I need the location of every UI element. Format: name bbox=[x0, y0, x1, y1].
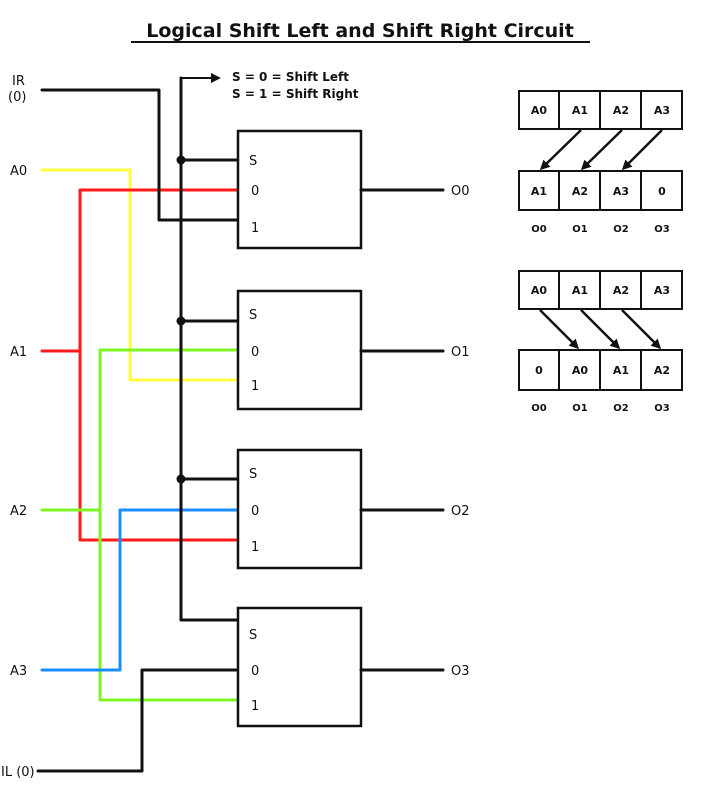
junction-dot-1 bbox=[176, 155, 186, 165]
register-cell bbox=[558, 90, 601, 130]
output-index: O3 bbox=[654, 224, 670, 235]
register-cell bbox=[599, 349, 642, 391]
output-label-1: O1 bbox=[451, 345, 470, 360]
mux-in0-label: 0 bbox=[251, 345, 259, 360]
output-index: O0 bbox=[531, 224, 547, 235]
ir-wire bbox=[40, 88, 240, 222]
legend-shift-right: S = 1 = Shift Right bbox=[232, 87, 359, 101]
a2-wire bbox=[40, 348, 240, 702]
select-bus bbox=[179, 76, 240, 622]
mux-select-label: S bbox=[249, 628, 257, 643]
mux-in1-label: 1 bbox=[251, 221, 259, 236]
label-a0: A0 bbox=[10, 164, 27, 179]
cell-value: 0 bbox=[658, 185, 666, 198]
shift-right-after-row: 0 A0 A1 A2 bbox=[518, 349, 683, 391]
shift-arrow bbox=[621, 309, 662, 350]
register-cell bbox=[640, 90, 683, 130]
register-cell bbox=[640, 170, 683, 211]
a1-wire bbox=[40, 188, 240, 542]
label-il: IL (0) bbox=[1, 765, 35, 780]
register-cell bbox=[518, 90, 560, 130]
register-cell bbox=[558, 270, 601, 310]
register-cell bbox=[599, 170, 642, 211]
output-index: O1 bbox=[572, 224, 588, 235]
mux-1: S 0 1 bbox=[236, 289, 363, 411]
junction-dot-3 bbox=[176, 474, 186, 484]
register-cell bbox=[518, 349, 560, 391]
label-ir: IR bbox=[12, 74, 25, 89]
cell-value: A1 bbox=[531, 185, 547, 198]
legend-shift-left: S = 0 = Shift Left bbox=[232, 70, 349, 84]
mux-select-label: S bbox=[249, 154, 257, 169]
output-label-2: O2 bbox=[451, 504, 470, 519]
mux-in1-label: 1 bbox=[251, 540, 259, 555]
mux-in1-label: 1 bbox=[251, 699, 259, 714]
cell-value: A1 bbox=[572, 104, 588, 117]
output-index: O3 bbox=[654, 403, 670, 414]
mux-select-label: S bbox=[249, 467, 257, 482]
il-wire bbox=[36, 668, 240, 773]
output-index: O2 bbox=[613, 403, 629, 414]
cell-value: A1 bbox=[572, 284, 588, 297]
cell-value: A2 bbox=[654, 364, 670, 377]
cell-value: A2 bbox=[613, 104, 629, 117]
mux-0: S 0 1 bbox=[236, 129, 363, 250]
register-cell bbox=[518, 270, 560, 310]
register-cell bbox=[640, 270, 683, 310]
mux-3: S 0 1 bbox=[236, 606, 363, 728]
shift-arrow bbox=[580, 309, 621, 350]
page-title: Logical Shift Left and Shift Right Circu… bbox=[146, 20, 574, 42]
mux-in0-label: 0 bbox=[251, 664, 259, 679]
mux-in1-label: 1 bbox=[251, 379, 259, 394]
junction-dot-2 bbox=[176, 316, 186, 326]
shift-left-after-row: A1 A2 A3 0 bbox=[518, 170, 683, 211]
mux-in0-label: 0 bbox=[251, 504, 259, 519]
label-a3: A3 bbox=[10, 664, 27, 679]
cell-value: A0 bbox=[572, 364, 589, 377]
cell-value: A2 bbox=[572, 185, 588, 198]
output-index: O2 bbox=[613, 224, 629, 235]
label-a2: A2 bbox=[10, 504, 27, 519]
a0-wire bbox=[40, 168, 240, 382]
cell-value: A0 bbox=[531, 284, 548, 297]
cell-value: 0 bbox=[535, 364, 543, 377]
output-label-0: O0 bbox=[451, 184, 470, 199]
mux-select-label: S bbox=[249, 308, 257, 323]
register-cell bbox=[640, 349, 683, 391]
label-a1: A1 bbox=[10, 345, 27, 360]
shift-arrow bbox=[539, 309, 580, 350]
cell-value: A2 bbox=[613, 284, 629, 297]
register-cell bbox=[518, 170, 560, 211]
cell-value: A3 bbox=[613, 185, 629, 198]
register-cell bbox=[599, 90, 642, 130]
shift-left-before-row: A0 A1 A2 A3 bbox=[518, 90, 683, 130]
label-ir-zero: (0) bbox=[8, 90, 26, 105]
cell-value: A0 bbox=[531, 104, 548, 117]
shift-arrow bbox=[621, 129, 663, 171]
shift-right-illustration: A0 A1 A2 A3 0 A0 A1 A2 O0 O1 O2 O3 bbox=[518, 270, 683, 414]
shift-right-before-row: A0 A1 A2 A3 bbox=[518, 270, 683, 310]
shift-left-illustration: A0 A1 A2 A3 A1 A2 A3 0 O0 O1 O2 O3 bbox=[518, 90, 683, 235]
output-index: O1 bbox=[572, 403, 588, 414]
mux-in0-label: 0 bbox=[251, 184, 259, 199]
shift-arrow bbox=[580, 129, 623, 171]
mux-2: S 0 1 bbox=[236, 448, 363, 570]
a3-wire bbox=[40, 508, 240, 672]
shift-arrow bbox=[539, 129, 582, 171]
cell-value: A3 bbox=[654, 284, 670, 297]
register-cell bbox=[599, 270, 642, 310]
output-label-3: O3 bbox=[451, 664, 470, 679]
output-index: O0 bbox=[531, 403, 547, 414]
cell-value: A1 bbox=[613, 364, 629, 377]
cell-value: A3 bbox=[654, 104, 670, 117]
